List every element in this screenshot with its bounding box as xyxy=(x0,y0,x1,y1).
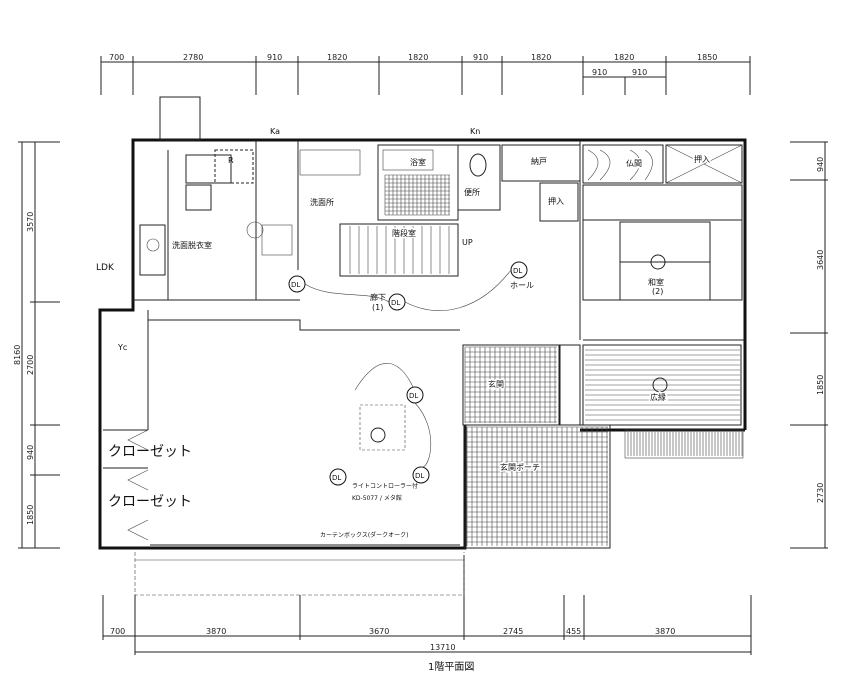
label-washitsu-num: (2) xyxy=(652,287,663,296)
svg-text:DL: DL xyxy=(409,392,418,400)
label-utility: 洗面脱衣室 xyxy=(172,240,212,250)
dim-top-4: 1820 xyxy=(408,53,428,62)
dl-light-corridor: DL xyxy=(388,293,406,311)
ldk-room: DL DL DL ライトコントローラー付 KD-5077 / メタ館 カーテンボ… xyxy=(117,310,460,546)
cooktop xyxy=(185,154,232,184)
dim-bottom-1: 3870 xyxy=(206,627,226,636)
label-porch: 玄関ポーチ xyxy=(500,462,540,472)
dim-right-1: 3640 xyxy=(816,250,825,270)
dl-light-2: DL xyxy=(412,466,430,484)
dim-top-6: 1820 xyxy=(531,53,551,62)
label-ldk: LDK xyxy=(96,263,115,273)
label-storage: 納戸 xyxy=(531,156,547,166)
storage: 納戸 押入 xyxy=(501,144,581,222)
dl-light-1: DL xyxy=(406,386,424,404)
engawa: 広縁 xyxy=(582,344,744,459)
label-closet-in: 押入 xyxy=(548,196,564,206)
label-genkan: 玄関 xyxy=(488,379,504,389)
entry-step xyxy=(159,96,201,141)
dim-left-0: 3570 xyxy=(26,212,35,232)
dim-top-1: 2780 xyxy=(183,53,203,62)
toilet: 便所 Kn xyxy=(457,127,501,211)
bottom-dimensions: 700 3870 3670 2745 455 3870 13710 xyxy=(102,555,752,655)
note-model: KD-5077 / メタ館 xyxy=(352,494,402,502)
genkan: 玄関 玄関ポーチ xyxy=(462,344,611,549)
stairs: 階段室 UP xyxy=(339,223,473,277)
dim-top-3: 1820 xyxy=(327,53,347,62)
label-washitsu: 和室 xyxy=(648,277,664,287)
label-hall: ホール xyxy=(510,281,534,290)
svg-text:DL: DL xyxy=(415,472,424,480)
label-closet-1: クローゼット xyxy=(108,444,192,460)
sink xyxy=(139,224,166,276)
terrace xyxy=(134,552,465,596)
dim-bottom-5: 3870 xyxy=(655,627,675,636)
dl-light-3: DL xyxy=(329,468,347,486)
label-engawa: 広縁 xyxy=(650,392,666,402)
dl-light-kitchen: DL xyxy=(288,275,306,293)
dim-right-3: 2730 xyxy=(816,483,825,503)
dim-top-2: 910 xyxy=(267,53,282,62)
dim-left-total: 8160 xyxy=(13,345,22,365)
dim-top-7: 1820 xyxy=(614,53,634,62)
dim-top-sub-0: 910 xyxy=(592,68,607,77)
label-stairs: 階段室 xyxy=(392,228,416,238)
label-butsuma: 仏間 xyxy=(626,159,642,168)
label-washroom: 洗面所 xyxy=(310,197,334,207)
label-up: UP xyxy=(462,238,473,247)
drawing-title: 1階平面図 xyxy=(428,661,474,673)
japanese-rooms: 仏間 押入 和室 (2) xyxy=(582,144,745,341)
label-corridor: 廊下 xyxy=(370,292,386,302)
left-dimensions: 3570 2700 940 1850 8160 xyxy=(13,141,60,549)
closets: クローゼット クローゼット xyxy=(103,429,192,541)
dim-top-0: 700 xyxy=(109,53,124,62)
dim-bottom-3: 2745 xyxy=(503,627,523,636)
label-yc: Yc xyxy=(117,343,127,352)
note-light-controller: ライトコントローラー付 xyxy=(352,482,418,490)
dim-right-2: 1850 xyxy=(816,375,825,395)
dim-bottom-4: 455 xyxy=(566,627,581,636)
dl-light-hall: DL xyxy=(510,261,528,279)
dim-bottom-total: 13710 xyxy=(430,643,455,652)
bath: 浴室 xyxy=(377,144,459,221)
dim-top-5: 910 xyxy=(473,53,488,62)
label-kn: Kn xyxy=(470,127,480,136)
kitchen: R LDK 洗面脱衣室 xyxy=(96,149,300,301)
label-bath: 浴室 xyxy=(410,157,426,167)
dim-right-0: 940 xyxy=(816,157,825,172)
label-ka: Ka xyxy=(270,127,280,136)
label-r: R xyxy=(228,156,234,165)
dim-bottom-0: 700 xyxy=(110,627,125,636)
dim-top-8: 1850 xyxy=(697,53,717,62)
dim-top-sub-1: 910 xyxy=(632,68,647,77)
dim-left-1: 2700 xyxy=(26,355,35,375)
hall: DL ホール 廊下 (1) DL DL xyxy=(288,140,581,340)
top-dimensions: 700 2780 910 1820 1820 910 1820 1820 185… xyxy=(100,53,751,95)
dim-bottom-2: 3670 xyxy=(369,627,389,636)
note-curtain-box: カーテンボックス(ダークオーク) xyxy=(320,531,409,539)
right-dimensions: 940 3640 1850 2730 xyxy=(790,141,828,549)
svg-text:DL: DL xyxy=(391,299,400,307)
svg-text:DL: DL xyxy=(332,474,341,482)
label-toilet: 便所 xyxy=(464,187,480,197)
dim-left-3: 1850 xyxy=(26,505,35,525)
label-corridor-num: (1) xyxy=(372,303,383,312)
svg-text:DL: DL xyxy=(291,281,300,289)
dim-left-2: 940 xyxy=(26,445,35,460)
washroom-area: 洗面所 Ka xyxy=(246,127,361,300)
label-oshiire: 押入 xyxy=(694,154,710,164)
label-closet-2: クローゼット xyxy=(108,494,192,510)
svg-text:DL: DL xyxy=(513,267,522,275)
